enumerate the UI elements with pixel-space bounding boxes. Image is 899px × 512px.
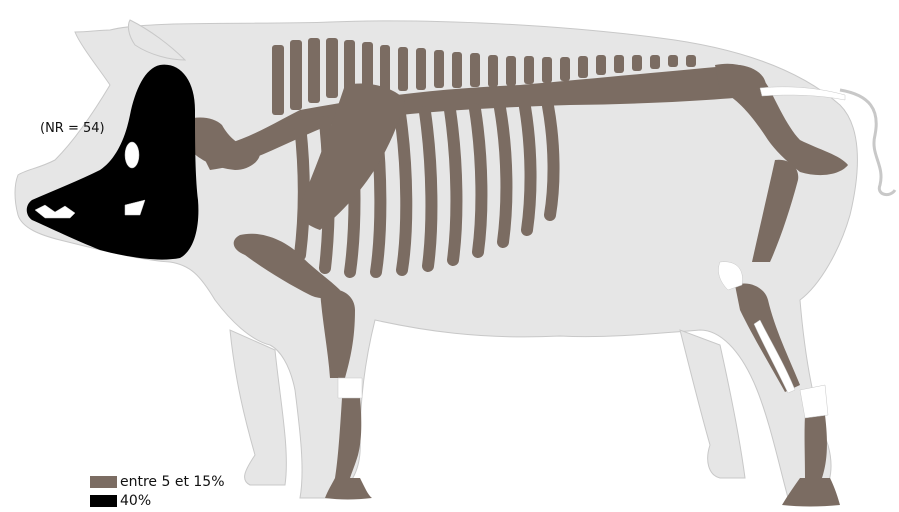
rib	[450, 110, 456, 260]
spinous-process	[380, 45, 390, 93]
rib	[548, 106, 554, 215]
spinous-process	[614, 55, 624, 73]
spinous-process	[560, 57, 570, 81]
fore-carpals	[338, 378, 362, 398]
spinous-process	[578, 56, 588, 78]
hind-metatarsals	[805, 415, 827, 478]
spinous-process	[632, 55, 642, 71]
spinous-process	[434, 50, 444, 88]
legend-item-high: 40%	[90, 491, 225, 510]
spinous-process	[272, 45, 284, 115]
rib	[300, 125, 304, 255]
spinous-process	[668, 55, 678, 67]
spinous-process	[650, 55, 660, 69]
rib	[425, 112, 431, 266]
spinous-process	[506, 56, 516, 86]
spinous-process	[596, 55, 606, 75]
orbit	[125, 142, 139, 168]
rib	[525, 107, 531, 230]
legend: entre 5 et 15% 40%	[90, 472, 225, 510]
spinous-process	[524, 56, 534, 84]
legend-label-low: entre 5 et 15%	[120, 474, 225, 490]
spinous-process	[326, 38, 338, 98]
sample-size-label: (NR = 54)	[40, 121, 105, 136]
rib	[400, 114, 406, 270]
pig-far-hindleg	[680, 330, 745, 478]
rib	[500, 108, 506, 242]
legend-item-low: entre 5 et 15%	[90, 472, 225, 491]
spinous-process	[416, 48, 426, 90]
spinous-process	[398, 47, 408, 91]
pig-far-foreleg	[230, 330, 286, 485]
rib	[475, 109, 481, 252]
spinous-process	[488, 55, 498, 87]
spinous-process	[686, 55, 696, 67]
legend-swatch-high	[90, 495, 117, 507]
legend-label-high: 40%	[120, 493, 151, 509]
legend-swatch-low	[90, 476, 117, 488]
spinous-process	[542, 57, 552, 83]
spinous-process	[470, 53, 480, 87]
spinous-process	[452, 52, 462, 88]
spinous-process	[290, 40, 302, 110]
hind-tarsals	[800, 385, 828, 418]
spinous-process	[308, 38, 320, 103]
